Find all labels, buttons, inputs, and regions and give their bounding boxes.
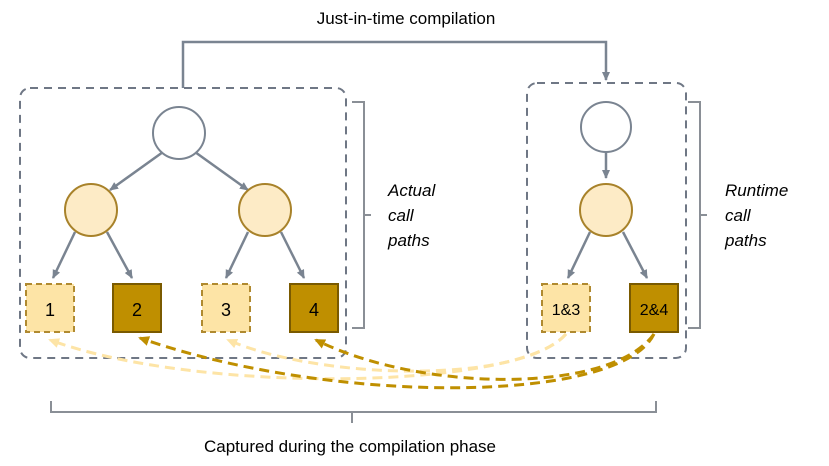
- right-bracket: [688, 101, 707, 329]
- right-tree-container: [526, 82, 687, 359]
- leaf-2-label: 2: [132, 300, 142, 320]
- left-label-line-1: Actual: [387, 181, 436, 200]
- leaf-1-and-3-label: 1&3: [552, 302, 581, 319]
- leaf-2-and-4-label: 2&4: [640, 302, 669, 319]
- diagram-title: Just-in-time compilation: [317, 9, 496, 28]
- left-side-label: Actual call paths: [387, 181, 436, 250]
- leaf-1-label: 1: [45, 300, 55, 320]
- jit-connector-arrow: [181, 40, 610, 88]
- leaf-3: 3: [201, 283, 251, 333]
- arc-13-to-leaf-1: [48, 333, 568, 381]
- edge-rt-mid-to-leaf-13: [566, 231, 592, 279]
- right-side-label: Runtime call paths: [724, 181, 788, 250]
- left-mid-node-a: [64, 183, 118, 237]
- edge-right-mid-to-leaf-4: [279, 231, 306, 279]
- edge-right-mid-to-leaf-3: [224, 231, 250, 279]
- arc-24-to-leaf-4: [314, 333, 656, 381]
- leaf-1-and-3: 1&3: [541, 283, 591, 333]
- leaf-4: 4: [289, 283, 339, 333]
- left-tree-edges: [51, 150, 306, 279]
- bottom-bracket: [50, 401, 657, 423]
- arc-13-to-leaf-3: [226, 332, 568, 373]
- leaf-4-label: 4: [309, 300, 319, 320]
- arc-24-to-leaf-2: [138, 333, 656, 390]
- leaf-2-and-4: 2&4: [629, 283, 679, 333]
- edge-root-to-right-mid: [194, 150, 249, 192]
- edge-left-mid-to-leaf-2: [105, 231, 134, 279]
- left-root-node: [152, 106, 206, 160]
- right-mid-node: [579, 183, 633, 237]
- right-root-node: [580, 101, 632, 153]
- left-mid-node-b: [238, 183, 292, 237]
- leaf-3-label: 3: [221, 300, 231, 320]
- leaf-1: 1: [25, 283, 75, 333]
- left-label-line-3: paths: [387, 231, 430, 250]
- edge-rt-mid-to-leaf-24: [621, 231, 649, 279]
- diagram-footer: Captured during the compilation phase: [204, 437, 496, 456]
- mapping-arcs: [48, 332, 656, 390]
- left-label-line-2: call: [388, 206, 415, 225]
- right-label-line-2: call: [725, 206, 752, 225]
- left-bracket: [352, 101, 371, 329]
- edge-left-mid-to-leaf-1: [51, 231, 77, 279]
- leaf-2: 2: [112, 283, 162, 333]
- right-label-line-3: paths: [724, 231, 767, 250]
- edge-root-to-left-mid: [109, 150, 164, 192]
- right-label-line-1: Runtime: [725, 181, 788, 200]
- right-tree-edges: [566, 150, 649, 279]
